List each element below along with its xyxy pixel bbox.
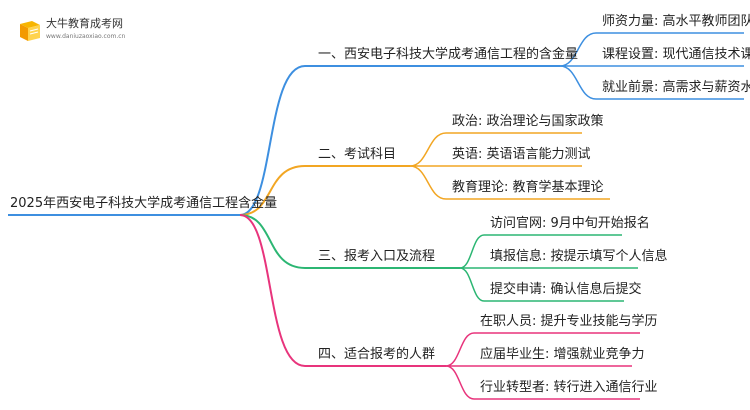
branch-4-item-1: 在职人员: 提升专业技能与学历 (480, 314, 658, 329)
connector-branch-3 (239, 214, 306, 269)
branch-1-label: 一、西安电子科技大学成考通信工程的含金量 (318, 47, 579, 62)
branch-3-item-2: 填报信息: 按提示填写个人信息 (490, 249, 668, 264)
branch-3-item-1: 访问官网: 9月中旬开始报名 (490, 216, 650, 231)
branch-2-item-1: 政治: 政治理论与国家政策 (452, 114, 604, 129)
logo-url: www.daniuzaoxiao.com.cn (46, 33, 126, 40)
connector-branch-1 (239, 65, 306, 216)
connector-4-1 (445, 332, 475, 367)
connector-3-3 (459, 267, 485, 302)
branch-1-item-3: 就业前景: 高需求与薪资水平 (602, 80, 750, 95)
connector-3-1 (459, 234, 485, 269)
branch-1-item-2: 课程设置: 现代通信技术课程 (602, 47, 750, 62)
branch-2-label: 二、考试科目 (318, 147, 397, 162)
branch-1-item-1: 师资力量: 高水平教师团队 (602, 14, 750, 29)
root-node: 2025年西安电子科技大学成考通信工程含金量 (10, 196, 278, 211)
site-logo: 大牛教育成考网 www.daniuzaoxiao.com.cn (14, 12, 134, 48)
logo-name: 大牛教育成考网 (46, 17, 123, 30)
branch-3-label: 三、报考入口及流程 (318, 249, 436, 264)
logo-book-icon (20, 21, 40, 41)
connector-branch-2 (239, 165, 306, 216)
connector-1-1 (559, 32, 597, 67)
connector-branch-4 (239, 214, 306, 367)
connector-2-1 (409, 132, 447, 167)
branch-2-item-2: 英语: 英语语言能力测试 (452, 147, 591, 162)
branch-4-label: 四、适合报考的人群 (318, 347, 436, 362)
branch-4-item-2: 应届毕业生: 增强就业竞争力 (480, 347, 645, 362)
branch-3-item-3: 提交申请: 确认信息后提交 (490, 282, 642, 297)
connector-1-3 (559, 65, 597, 100)
branch-4-item-3: 行业转型者: 转行进入通信行业 (480, 380, 658, 395)
connector-4-3 (445, 365, 475, 400)
connector-2-3 (409, 165, 447, 200)
branch-2-item-3: 教育理论: 教育学基本理论 (452, 180, 604, 195)
